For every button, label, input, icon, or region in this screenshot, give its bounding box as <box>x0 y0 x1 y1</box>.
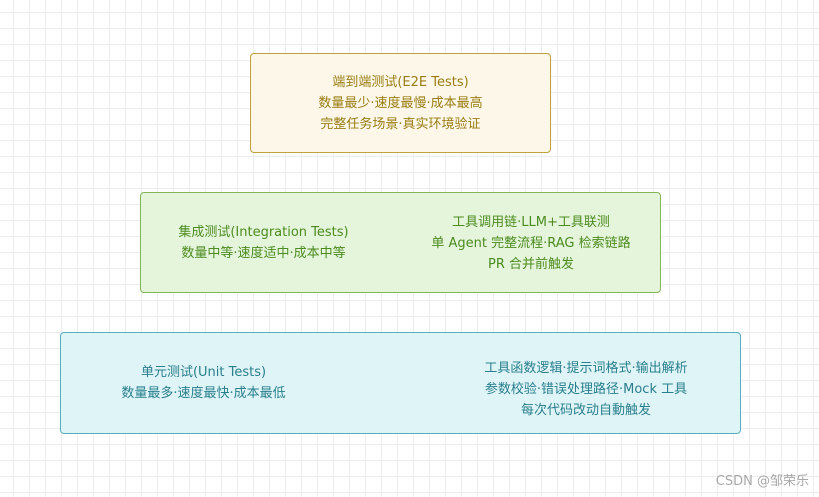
e2e-scope: 完整任务场景·真实环境验证 <box>320 117 481 132</box>
unit-scope-line-3: 每次代码改动自動触发 <box>520 403 651 418</box>
unit-scope-line-2: 参数校验·错误处理路径·Mock 工具 <box>484 382 688 397</box>
integration-scope-line-3: PR 合并前触发 <box>487 257 574 272</box>
unit-tests-box: 单元测试(Unit Tests) 数量最多·速度最快·成本最低 工具函数逻辑·提… <box>60 332 741 434</box>
unit-scope-line-1: 工具函数逻辑·提示词格式·输出解析 <box>484 361 688 376</box>
integration-title: 集成测试(Integration Tests) <box>178 225 349 240</box>
e2e-tests-box: 端到端测试(E2E Tests) 数量最少·速度最慢·成本最高 完整任务场景·真… <box>250 53 551 153</box>
csdn-watermark: CSDN @邹荣乐 <box>715 474 809 489</box>
integration-tests-box: 集成测试(Integration Tests) 数量中等·速度适中·成本中等 工… <box>140 192 661 293</box>
unit-traits: 数量最多·速度最快·成本最低 <box>121 386 286 401</box>
e2e-title: 端到端测试(E2E Tests) <box>332 75 469 90</box>
unit-title: 单元测试(Unit Tests) <box>140 365 267 380</box>
integration-traits: 数量中等·速度适中·成本中等 <box>181 246 346 261</box>
integration-scope-line-2: 单 Agent 完整流程·RAG 检索链路 <box>431 236 631 251</box>
e2e-traits: 数量最少·速度最慢·成本最高 <box>318 96 483 111</box>
integration-scope-line-1: 工具调用链·LLM+工具联测 <box>452 215 610 230</box>
